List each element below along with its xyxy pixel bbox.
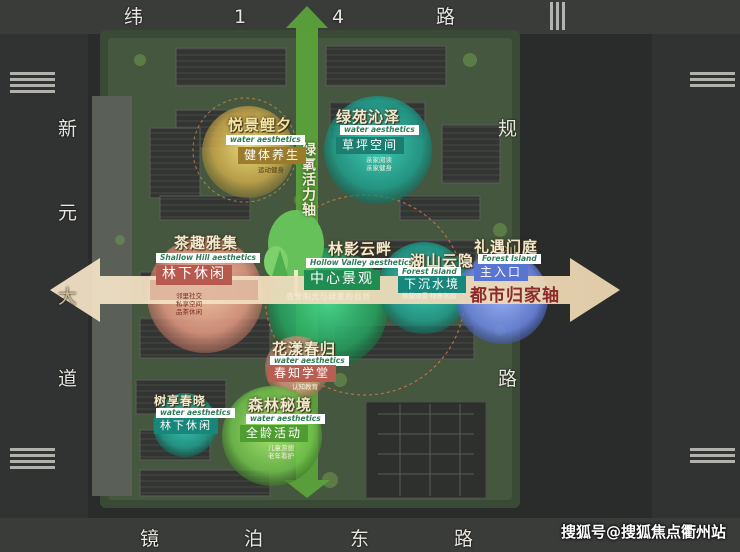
zone-chaqu-title: 茶趣雅集 [174, 234, 239, 252]
watermark: 搜狐号@搜狐焦点衢州站 [560, 523, 726, 541]
road-label-north-4: 路 [436, 6, 456, 28]
road-label-north-1: 纬 [124, 6, 144, 28]
zone-senlin-title: 森林秘境 [248, 396, 313, 414]
road-label-east-3: 路 [498, 368, 518, 390]
zone-chaqu-note: 邻里社交 私享空间 品茶休闲 [176, 292, 202, 317]
zone-linying-en: Hollow Valley aesthetics [306, 258, 417, 269]
zone-senlin-sub: 全龄活动 [240, 425, 309, 442]
zone-hushan-sub: 下沉水境 [398, 276, 467, 293]
road-label-west-4: 道 [58, 368, 78, 390]
zone-lixu-title: 礼遇门庭 [474, 238, 539, 256]
zone-senlin-en: water aesthetics [246, 414, 325, 425]
road-label-west-1: 新 [58, 118, 78, 140]
road-label-south-4: 路 [454, 528, 474, 550]
zone-huayang-title: 花漾春归 [272, 340, 337, 358]
zone-hushan-note: 休憩观景 绿意氛围 [402, 292, 457, 300]
zone-lvyuan-title: 绿苑沁泽 [336, 108, 401, 126]
zone-shuxiang-en: water aesthetics [156, 408, 235, 419]
zone-yuejing-sub: 健体养生 [238, 147, 307, 164]
zone-huayang-en: water aesthetics [270, 356, 349, 367]
zone-shuxiang-sub: 林下休闲 [154, 418, 218, 434]
road-label-north-2: 1 [234, 6, 247, 28]
zone-huayang-sub: 春知学堂 [268, 365, 337, 382]
zone-senlin-note: 儿童游憩 老年看护 [268, 444, 294, 461]
zone-shuxiang-title: 树享春晓 [154, 394, 207, 408]
zone-lixu-en: Forest Island [478, 254, 541, 265]
zone-lvyuan-en: water aesthetics [340, 125, 419, 136]
road-label-west-3: 大 [58, 286, 78, 308]
zone-yuejing-en: water aesthetics [226, 135, 305, 146]
road-label-north-3: 4 [332, 6, 345, 28]
road-label-south-1: 镜 [140, 528, 160, 550]
zone-linying-note: 感受阳光与绿意的自然 [286, 292, 371, 301]
road-label-west-2: 元 [58, 202, 78, 224]
zone-yuejing-title: 悦景鲤夕 [228, 116, 293, 134]
zone-hushan-title: 湖山云隐 [410, 252, 475, 270]
zone-lvyuan-note: 亲家阅读 亲家健身 [366, 156, 392, 173]
zone-yuejing-note: 运动健身 [258, 166, 284, 174]
zone-chaqu-en: Shallow Hill aesthetics [156, 253, 260, 264]
zone-linying-title: 林影云畔 [328, 240, 393, 258]
road-label-south-2: 泊 [244, 528, 264, 550]
road-label-south-3: 东 [350, 528, 370, 550]
zone-lixu-sub: 主入口 [474, 264, 529, 281]
zone-huayang-note: 认知教育 [292, 383, 318, 391]
zone-hushan-en: Forest Island [398, 267, 461, 278]
zone-linying-sub: 中心景观 [304, 270, 380, 290]
horizontal-axis-label: 都市归家轴 [470, 286, 560, 306]
zone-chaqu-sub: 林下休闲 [156, 265, 232, 285]
road-label-east-1: 规 [498, 118, 518, 140]
zone-lvyuan-sub: 草坪空间 [336, 137, 405, 154]
